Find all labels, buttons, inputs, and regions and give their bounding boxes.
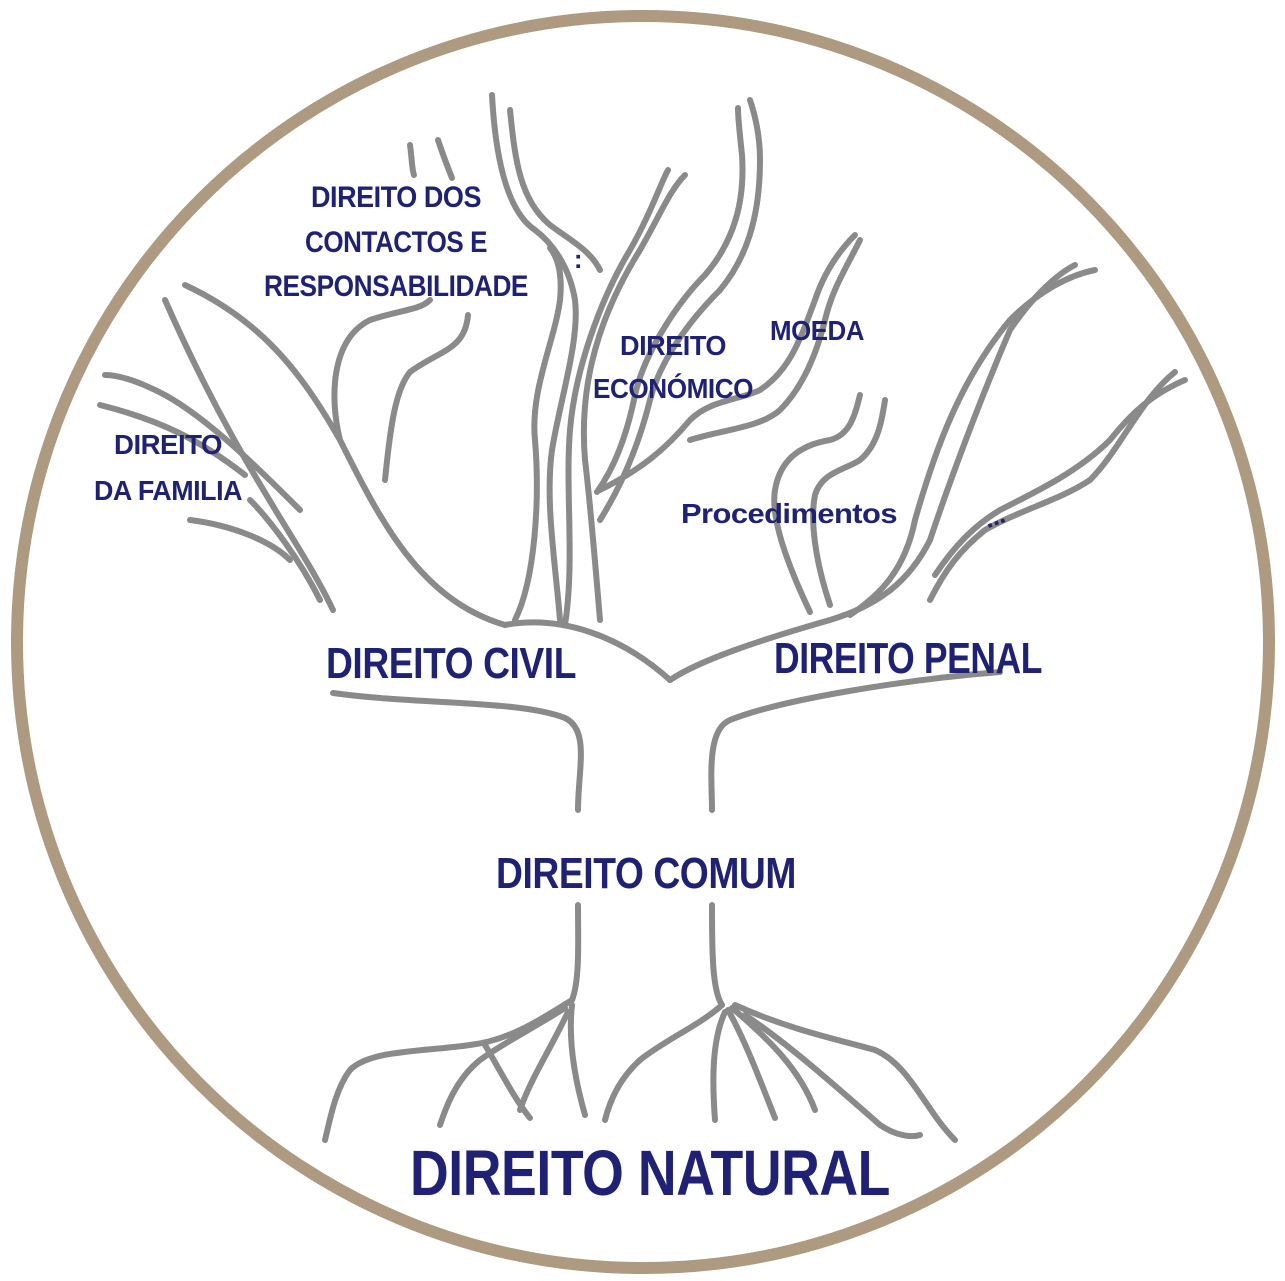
- label-economic-line1: DIREITO: [620, 330, 726, 361]
- label-contracts-line3: RESPONSABILIDADE: [264, 270, 528, 303]
- label-direito-civil: DIREITO CIVIL: [326, 639, 576, 688]
- label-direito-penal: DIREITO PENAL: [774, 634, 1042, 683]
- label-contracts-line1: DIREITO DOS: [311, 181, 481, 214]
- label-procedimentos: Procedimentos: [681, 498, 897, 529]
- label-direito-natural: DIREITO NATURAL: [410, 1137, 890, 1209]
- label-moeda: MOEDA: [770, 315, 864, 346]
- outer-ring: [17, 16, 1269, 1268]
- label-direito-comum: DIREITO COMUM: [496, 849, 796, 898]
- label-contracts-line2: CONTACTOS E: [305, 226, 487, 259]
- label-family-line1: DIREITO: [114, 429, 222, 460]
- label-economic-line2: ECONÓMICO: [593, 373, 753, 404]
- label-family-line2: DA FAMILIA: [94, 475, 242, 506]
- label-ellipsis-small: :: [574, 244, 582, 274]
